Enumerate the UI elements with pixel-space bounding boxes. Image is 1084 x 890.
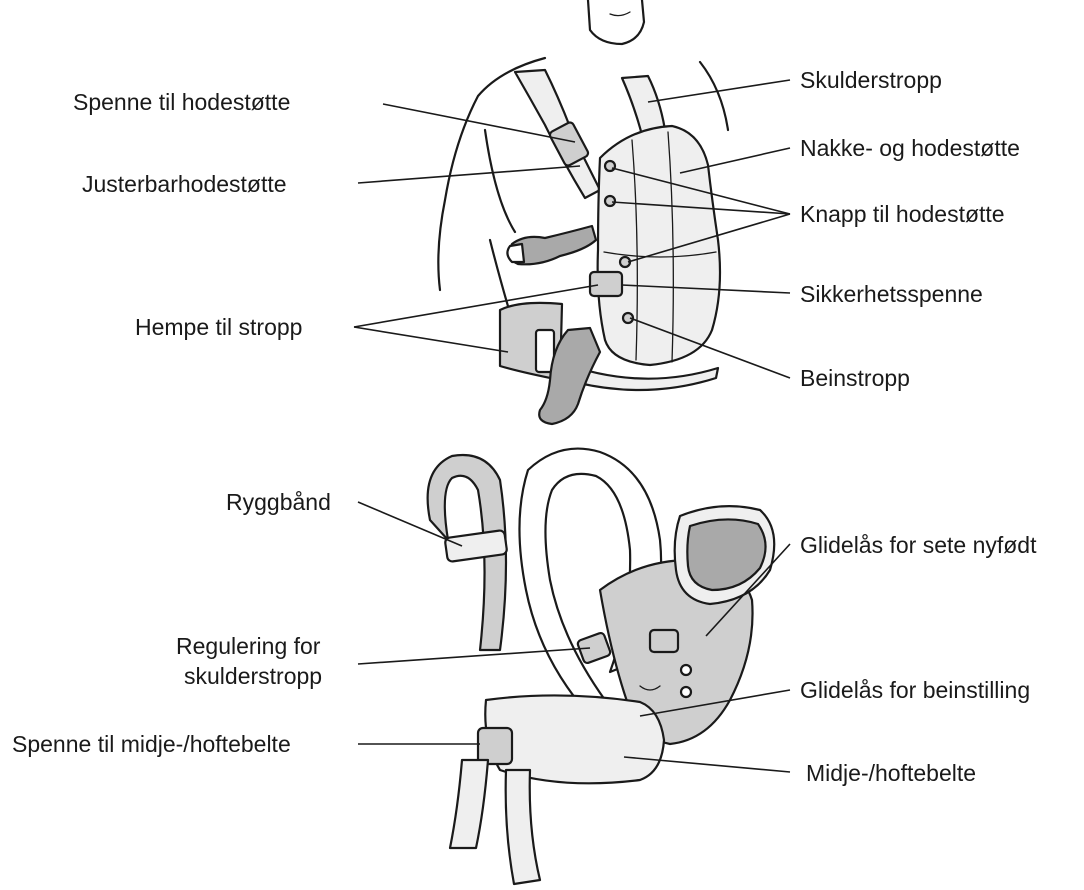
label-glidelas-for-beinstilling: Glidelås for beinstilling	[800, 677, 1030, 703]
label-hempe-til-stropp: Hempe til stropp	[135, 314, 302, 340]
headrest-button-2	[603, 194, 617, 208]
label-midje-hoftebelte: Midje-/hoftebelte	[806, 760, 976, 786]
label-spenne-til-midje-hoftebelte: Spenne til midje-/hoftebelte	[12, 731, 291, 757]
shoulder-adjust-buckle	[576, 631, 612, 665]
headrest-button-1	[603, 159, 617, 173]
label-spenne-til-hodestotte: Spenne til hodestøtte	[73, 89, 290, 115]
label-ryggband: Ryggbånd	[226, 489, 331, 515]
shoulder-adjust-buckle-right	[648, 628, 680, 654]
label-skulderstropp: Skulderstropp	[800, 67, 942, 93]
label-glidelas-for-sete-nyfodt: Glidelås for sete nyfødt	[800, 532, 1037, 558]
label-regulering-line2: skulderstropp	[184, 663, 322, 689]
label-sikkerhetsspenne: Sikkerhetsspenne	[800, 281, 983, 307]
headrest-buckle	[548, 121, 590, 167]
back-band	[444, 529, 508, 563]
label-beinstropp: Beinstropp	[800, 365, 910, 391]
carrier-front-panel	[596, 124, 722, 367]
safety-buckle	[588, 270, 624, 298]
waist-belt-buckle	[476, 726, 514, 766]
carrier-unworn-illustration	[426, 447, 776, 886]
label-justerbar-hodestotte: Justerbarhodestøtte	[82, 171, 287, 197]
baby-leg	[538, 326, 602, 426]
callout-labels: Spenne til hodestøtte Justerbarhodestøtt…	[12, 67, 1037, 786]
label-nakke-og-hodestotte: Nakke- og hodestøtte	[800, 135, 1020, 161]
waist-hip-belt	[484, 694, 666, 785]
label-knapp-til-hodestotte: Knapp til hodestøtte	[800, 201, 1005, 227]
label-regulering-line1: Regulering for	[176, 633, 321, 659]
leg-strap-button	[621, 311, 635, 325]
leader-lines	[353, 79, 791, 773]
worn-carrier-illustration	[437, 0, 730, 426]
